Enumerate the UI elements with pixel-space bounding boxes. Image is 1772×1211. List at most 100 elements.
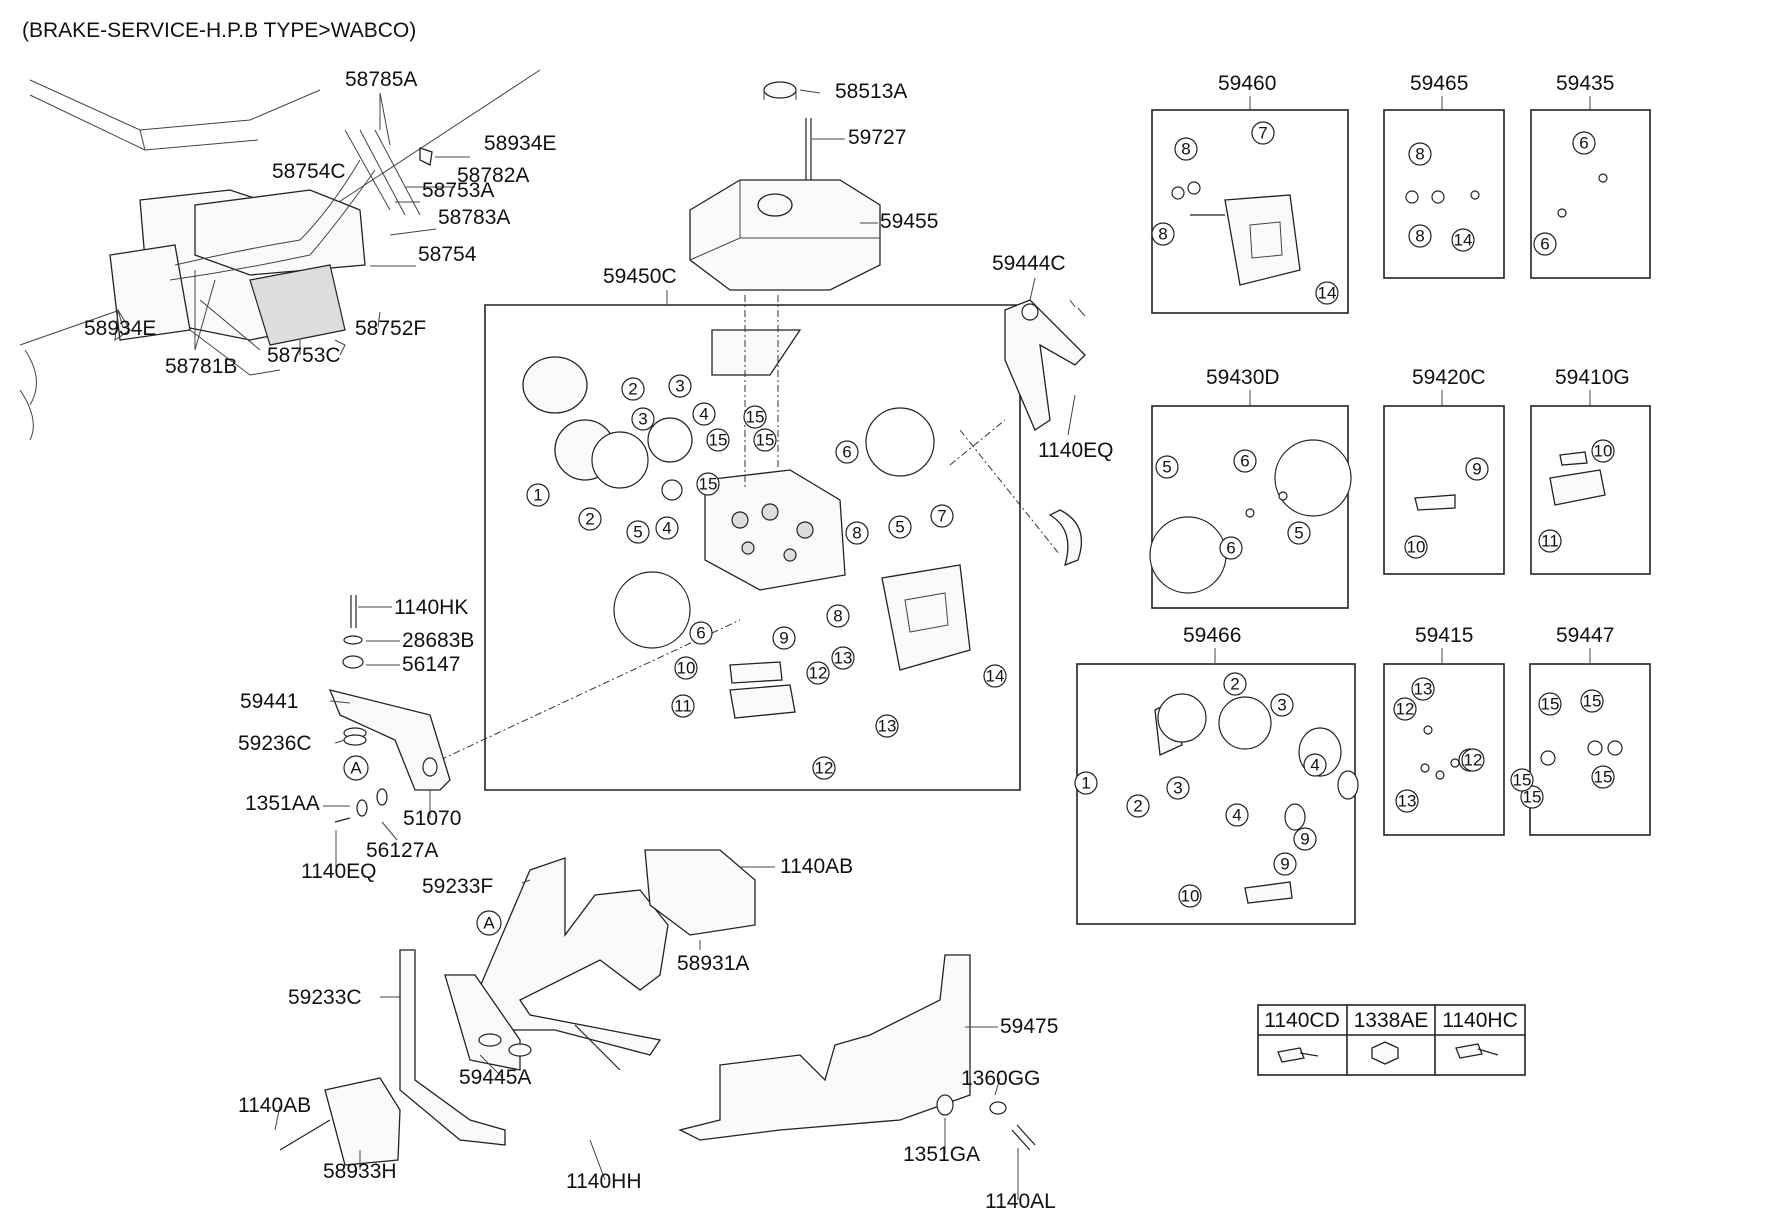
reference-letter: A <box>483 914 495 933</box>
callout-number: 6 <box>1540 235 1549 254</box>
box-contents-illustration <box>1149 173 1623 904</box>
bracket-59444c-illustration <box>1004 299 1086 431</box>
callout-number: 3 <box>638 410 647 429</box>
callout-number: 6 <box>1579 134 1588 153</box>
callout-bubble: 5 <box>888 515 912 539</box>
leader-line <box>1067 394 1076 436</box>
callout-bubble: 8 <box>1174 137 1198 161</box>
callout-number: 15 <box>1513 771 1532 790</box>
part-number-label: 1351GA <box>903 1143 980 1166</box>
part-number-label: 58934E <box>484 132 556 155</box>
part-number-label: 59233C <box>288 986 362 1009</box>
part-number-label: 59441 <box>240 690 298 713</box>
callout-number: 10 <box>1407 538 1426 557</box>
part-number-label: 56147 <box>402 653 460 676</box>
leader-line <box>589 1139 606 1181</box>
callout-number: 15 <box>1594 768 1613 787</box>
leader-line <box>381 821 398 841</box>
part-number-label: 59420C <box>1412 366 1486 389</box>
callout-number: 8 <box>1415 227 1424 246</box>
callout-number: 9 <box>1300 830 1309 849</box>
callout-number: 15 <box>756 431 775 450</box>
callout-bubble: 13 <box>875 714 899 738</box>
callout-bubble: 10 <box>1178 884 1202 908</box>
callout-number: 10 <box>1181 887 1200 906</box>
part-number-label: 58931A <box>677 952 749 975</box>
callout-bubble: 1 <box>526 483 550 507</box>
callout-bubble: 15 <box>706 428 730 452</box>
callout-number: 8 <box>833 607 842 626</box>
callout-number: 6 <box>696 624 705 643</box>
callout-number: 13 <box>1414 680 1433 699</box>
callout-number: 13 <box>834 649 853 668</box>
callout-bubble: 4 <box>1303 753 1327 777</box>
part-number-label: 59466 <box>1183 624 1241 647</box>
callout-number: 9 <box>1472 460 1481 479</box>
callout-number: 14 <box>986 667 1005 686</box>
callout-number: 1 <box>533 486 542 505</box>
callout-number: 1 <box>1081 774 1090 793</box>
fastener-table-header: 1140CD <box>1264 1009 1340 1032</box>
callout-bubble: 3 <box>1270 693 1294 717</box>
callout-number: 5 <box>633 523 642 542</box>
callout-number: 15 <box>699 475 718 494</box>
leader-line <box>274 1105 281 1131</box>
callout-bubble: 12 <box>812 756 836 780</box>
part-number-label: 28683B <box>402 629 474 652</box>
callout-bubble: 6 <box>835 440 859 464</box>
callout-number: 13 <box>878 717 897 736</box>
part-number-label: 58513A <box>835 80 907 103</box>
callout-bubble: 13 <box>1411 677 1435 701</box>
part-number-label: 59475 <box>1000 1015 1058 1038</box>
part-number-label: 59444C <box>992 252 1066 275</box>
callout-number: 3 <box>1277 696 1286 715</box>
part-number-label: 59415 <box>1415 624 1473 647</box>
callout-bubble: 4 <box>692 402 716 426</box>
callout-bubble: 15 <box>1520 785 1544 809</box>
leader-line <box>194 270 216 351</box>
callout-number: 6 <box>1240 452 1249 471</box>
part-number-label: 1140AB <box>780 855 853 878</box>
callout-bubble: 6 <box>1572 131 1596 155</box>
callout-bubble: 8 <box>845 521 869 545</box>
callout-number: 8 <box>1158 225 1167 244</box>
callout-bubble: 14 <box>1451 228 1475 252</box>
callout-bubble: 6 <box>689 621 713 645</box>
callout-number: 12 <box>1396 700 1415 719</box>
leader-line <box>521 879 531 884</box>
callout-number: 13 <box>1398 792 1417 811</box>
part-number-label: 58752F <box>355 317 426 340</box>
callout-bubble: 10 <box>674 656 698 680</box>
callout-number: 2 <box>585 510 594 529</box>
callout-bubble: 2 <box>1223 672 1247 696</box>
callout-number: 4 <box>1232 806 1241 825</box>
part-number-label: 59450C <box>603 265 677 288</box>
callout-bubble: 10 <box>1404 535 1428 559</box>
callout-bubble: 15 <box>1591 765 1615 789</box>
part-labels: 58785A58934E58782A58754C58753A58783A5875… <box>84 68 1630 1211</box>
callout-bubble: 9 <box>1273 852 1297 876</box>
part-number-label: 1140HH <box>566 1170 642 1193</box>
part-number-label: 59460 <box>1218 72 1276 95</box>
leader-line <box>479 1054 504 1079</box>
part-number-label: 59430D <box>1206 366 1280 389</box>
callout-bubble: 15 <box>1580 689 1604 713</box>
callout-number: 11 <box>674 697 692 716</box>
part-number-label: 58783A <box>438 206 510 229</box>
callout-number: 7 <box>937 507 946 526</box>
callout-bubble: 11 <box>671 694 695 718</box>
callout-bubble: 3 <box>631 407 655 431</box>
lower-brackets-illustration <box>279 849 1036 1166</box>
leader-line <box>117 309 124 329</box>
callout-number: 4 <box>662 519 671 538</box>
callout-number: 12 <box>1464 751 1483 770</box>
callout-bubble: 2 <box>578 507 602 531</box>
leader-line <box>329 700 351 704</box>
callout-bubble: 3 <box>668 374 692 398</box>
callout-number: 15 <box>1583 692 1602 711</box>
callout-bubble: 4 <box>1225 803 1249 827</box>
callout-number: 8 <box>852 524 861 543</box>
callout-number: 6 <box>842 443 851 462</box>
callout-number: 9 <box>1280 855 1289 874</box>
